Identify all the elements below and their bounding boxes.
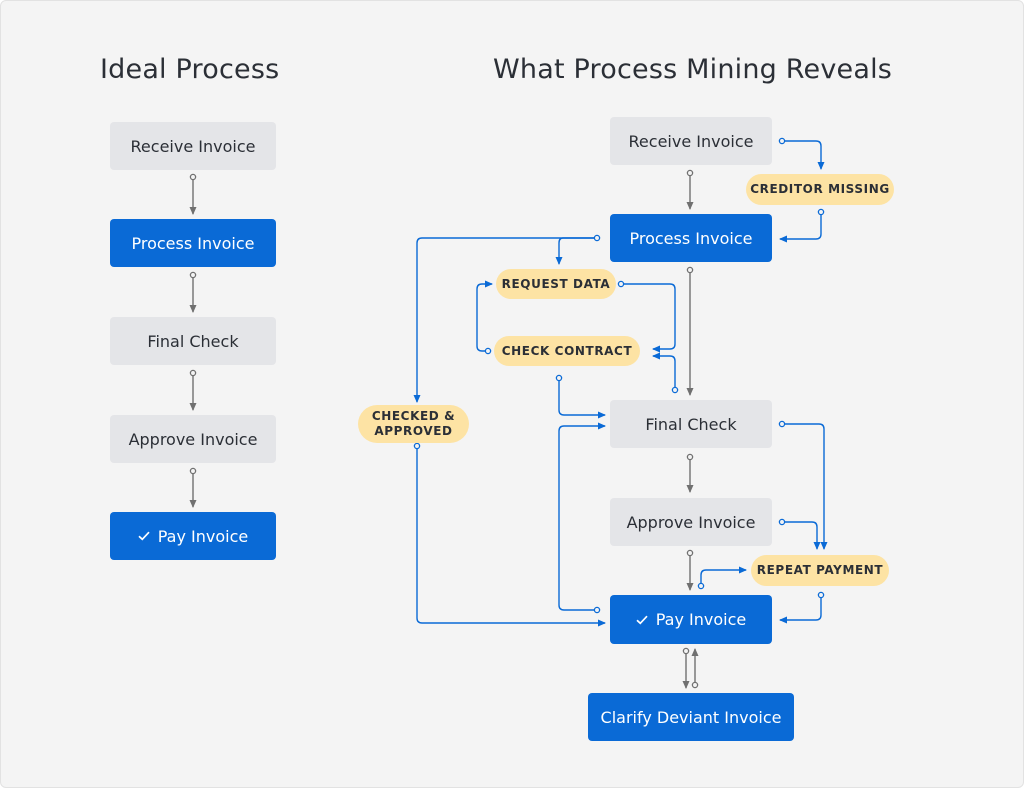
mining-step-label: Process Invoice <box>629 228 753 248</box>
check-icon <box>138 531 150 541</box>
deviation-label: REPEAT PAYMENT <box>756 563 884 577</box>
mining-step-label: Approve Invoice <box>626 512 756 532</box>
mining-step-receive-invoice: Receive Invoice <box>610 117 772 165</box>
mining-step-pay-invoice: Pay Invoice <box>610 595 772 644</box>
mining-step-approve-invoice: Approve Invoice <box>610 498 772 546</box>
ideal-step-process-invoice: Process Invoice <box>110 219 276 267</box>
deviation-repeat-payment: REPEAT PAYMENT <box>751 555 889 586</box>
connector-receive-creditor <box>782 140 825 170</box>
connector-pay-final <box>558 422 606 611</box>
deviation-label: CHECK CONTRACT <box>501 343 633 358</box>
deviation-label: REQUEST DATA <box>501 276 611 291</box>
connector-process-checked <box>413 237 597 403</box>
ideal-step-final-check: Final Check <box>110 317 276 365</box>
ideal-step-label: Process Invoice <box>131 233 255 253</box>
connector-contract-final <box>558 378 606 419</box>
deviation-creditor-missing: CREDITOR MISSING <box>746 174 894 205</box>
mining-step-label: Clarify Deviant Invoice <box>600 707 782 727</box>
ideal-step-label: Final Check <box>147 331 239 351</box>
ideal-step-label: Pay Invoice <box>157 526 249 546</box>
deviation-check-contract: CHECK CONTRACT <box>494 336 640 366</box>
deviation-checked-approved: CHECKED & APPROVED <box>358 405 469 443</box>
ideal-step-label: Receive Invoice <box>130 136 256 156</box>
connector-repeat-pay <box>779 595 822 624</box>
deviation-label-line1: CHECKED & <box>371 409 456 423</box>
connector-approveloop-repeat <box>700 566 747 586</box>
ideal-step-approve-invoice: Approve Invoice <box>110 415 276 463</box>
mining-step-process-invoice: Process Invoice <box>610 214 772 262</box>
connector-approve-repeat <box>782 521 821 550</box>
mining-step-final-check: Final Check <box>610 400 772 448</box>
ideal-step-pay-invoice: Pay Invoice <box>110 512 276 560</box>
connector-request-contract-right <box>621 283 676 353</box>
deviation-label-line2: APPROVED <box>374 424 453 438</box>
connector-creditor-process <box>779 212 822 243</box>
connector-process-request <box>555 237 597 265</box>
ideal-step-label: Approve Invoice <box>128 429 258 449</box>
deviation-request-data: REQUEST DATA <box>496 269 616 299</box>
mining-step-label: Final Check <box>645 414 737 434</box>
ideal-step-receive-invoice: Receive Invoice <box>110 122 276 170</box>
mining-step-clarify-deviant-invoice: Clarify Deviant Invoice <box>588 693 794 741</box>
connector-checked-pay <box>416 446 606 627</box>
check-icon <box>636 615 648 625</box>
connector-final-repeat <box>782 423 828 550</box>
connector-contract-request-left <box>476 280 493 352</box>
mining-step-label: Pay Invoice <box>655 610 747 629</box>
ideal-process-title: Ideal Process <box>100 54 280 85</box>
process-mining-title: What Process Mining Reveals <box>493 54 893 85</box>
deviation-label: CREDITOR MISSING <box>750 182 890 196</box>
connector-final-contract <box>652 352 676 390</box>
mining-step-label: Receive Invoice <box>628 131 754 151</box>
